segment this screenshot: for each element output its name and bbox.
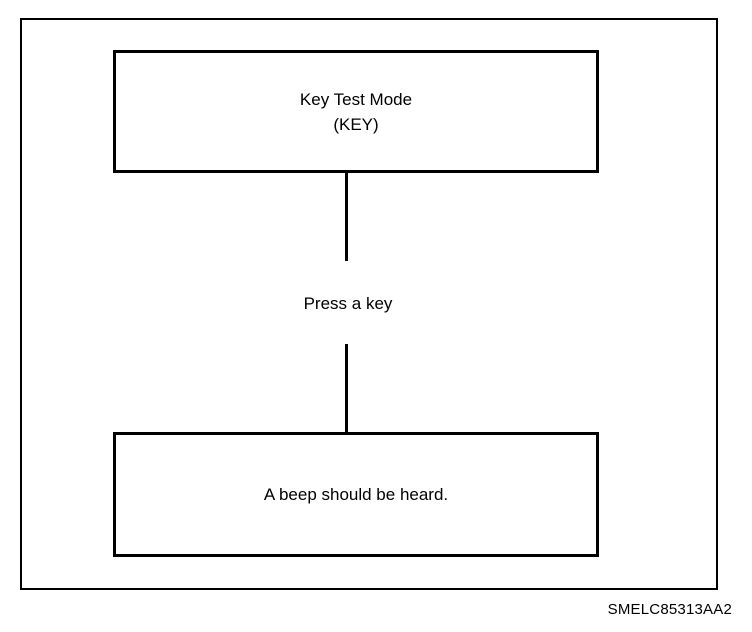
mode-code: (KEY) <box>333 114 379 134</box>
result-text: A beep should be heard. <box>263 485 449 504</box>
mode-title: Key Test Mode <box>299 89 413 109</box>
figure-code: SMELC85313AA2 <box>607 601 732 618</box>
result-box: A beep should be heard. <box>113 432 599 557</box>
action-label: Press a key <box>303 294 393 313</box>
connector-line-lower <box>345 344 348 432</box>
diagram-frame <box>20 18 718 590</box>
key-test-mode-box: Key Test Mode (KEY) <box>113 50 599 173</box>
connector-line-upper <box>345 173 348 261</box>
